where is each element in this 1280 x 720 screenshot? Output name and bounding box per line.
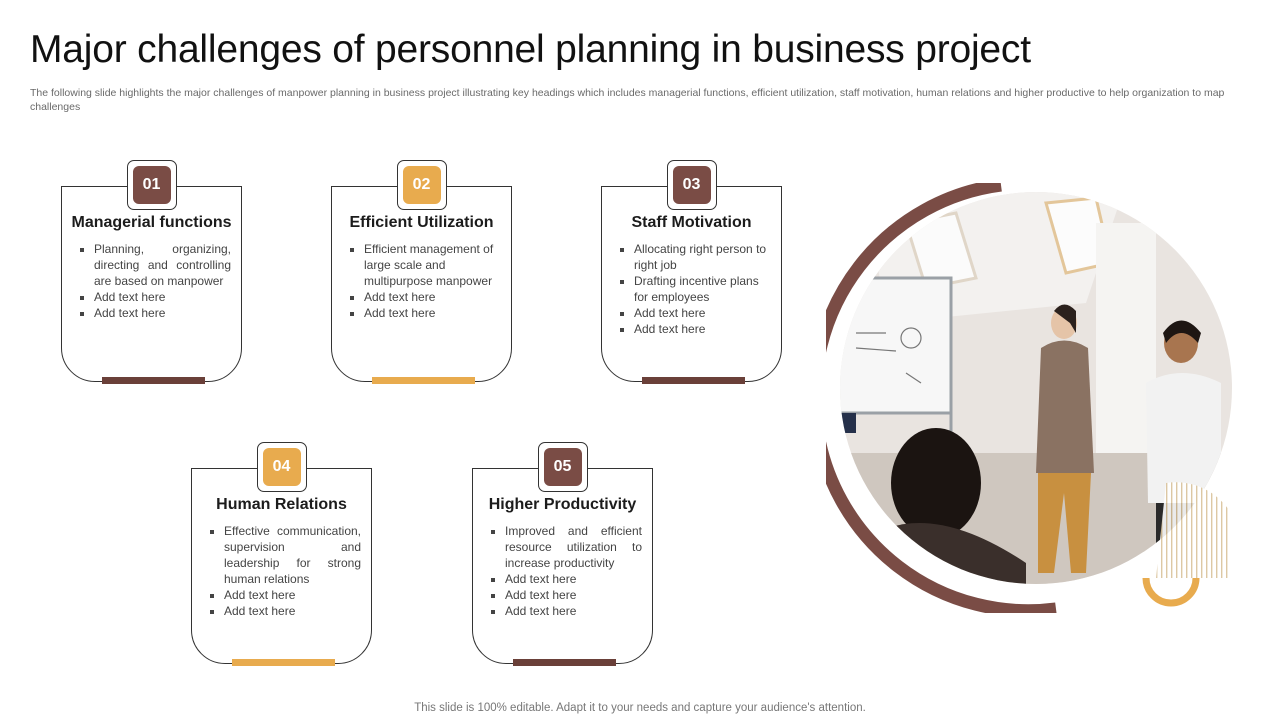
card-title: Higher Productivity bbox=[488, 496, 637, 513]
number-badge: 02 bbox=[402, 166, 441, 204]
number-badge: 03 bbox=[672, 166, 711, 204]
accent-bar bbox=[372, 377, 475, 384]
meeting-photo-illustration bbox=[808, 178, 1232, 618]
number-badge-frame: 03 bbox=[666, 160, 717, 210]
bullet-item: Efficient management of large scale and … bbox=[364, 241, 501, 289]
bullet-list: Effective communication, supervision and… bbox=[204, 523, 361, 619]
card-title: Human Relations bbox=[216, 496, 347, 513]
bullet-item: Add text here bbox=[505, 603, 642, 619]
card-title: Efficient Utilization bbox=[349, 214, 494, 231]
number-badge-frame: 02 bbox=[396, 160, 447, 210]
bullet-item: Allocating right person to right job bbox=[634, 241, 771, 273]
bullet-item: Add text here bbox=[94, 305, 231, 321]
bullet-list: Allocating right person to right job Dra… bbox=[614, 241, 771, 337]
bullet-item: Add text here bbox=[224, 587, 361, 603]
bullet-list: Planning, organizing, directing and cont… bbox=[74, 241, 231, 321]
accent-bar bbox=[642, 377, 745, 384]
bullet-item: Add text here bbox=[94, 289, 231, 305]
footer-note: This slide is 100% editable. Adapt it to… bbox=[414, 702, 866, 714]
number-badge-frame: 05 bbox=[537, 442, 588, 492]
slide-subtitle: The following slide highlights the major… bbox=[30, 87, 1225, 113]
bullet-item: Add text here bbox=[634, 321, 771, 337]
bullet-item: Add text here bbox=[364, 305, 501, 321]
slide-title: Major challenges of personnel planning i… bbox=[30, 28, 1031, 71]
accent-bar bbox=[232, 659, 335, 666]
bullet-item: Add text here bbox=[634, 305, 771, 321]
bullet-item: Planning, organizing, directing and cont… bbox=[94, 241, 231, 289]
challenge-card-productivity: 05 Higher Productivity Improved and effi… bbox=[472, 442, 653, 666]
gold-ring-decoration bbox=[1142, 577, 1200, 607]
bullet-item: Add text here bbox=[224, 603, 361, 619]
bullet-item: Improved and efficient resource utilizat… bbox=[505, 523, 642, 571]
challenge-card-motivation: 03 Staff Motivation Allocating right per… bbox=[601, 160, 782, 384]
number-badge: 05 bbox=[543, 448, 582, 486]
number-badge-frame: 04 bbox=[256, 442, 307, 492]
striped-decoration bbox=[1156, 482, 1231, 578]
card-title: Staff Motivation bbox=[631, 214, 752, 231]
bullet-list: Efficient management of large scale and … bbox=[344, 241, 501, 321]
bullet-list: Improved and efficient resource utilizat… bbox=[485, 523, 642, 619]
bullet-item: Add text here bbox=[505, 571, 642, 587]
meeting-photo bbox=[808, 178, 1236, 618]
bullet-item: Add text here bbox=[505, 587, 642, 603]
bullet-item: Add text here bbox=[364, 289, 501, 305]
card-title: Managerial functions bbox=[71, 214, 232, 231]
number-badge: 01 bbox=[132, 166, 171, 204]
number-badge-frame: 01 bbox=[126, 160, 177, 210]
challenge-card-utilization: 02 Efficient Utilization Efficient manag… bbox=[331, 160, 512, 384]
challenge-card-human-relations: 04 Human Relations Effective communicati… bbox=[191, 442, 372, 666]
bullet-item: Effective communication, supervision and… bbox=[224, 523, 361, 587]
accent-bar bbox=[102, 377, 205, 384]
accent-bar bbox=[513, 659, 616, 666]
challenge-card-managerial: 01 Managerial functions Planning, organi… bbox=[61, 160, 242, 384]
bullet-item: Drafting incentive plans for employees bbox=[634, 273, 771, 305]
number-badge: 04 bbox=[262, 448, 301, 486]
